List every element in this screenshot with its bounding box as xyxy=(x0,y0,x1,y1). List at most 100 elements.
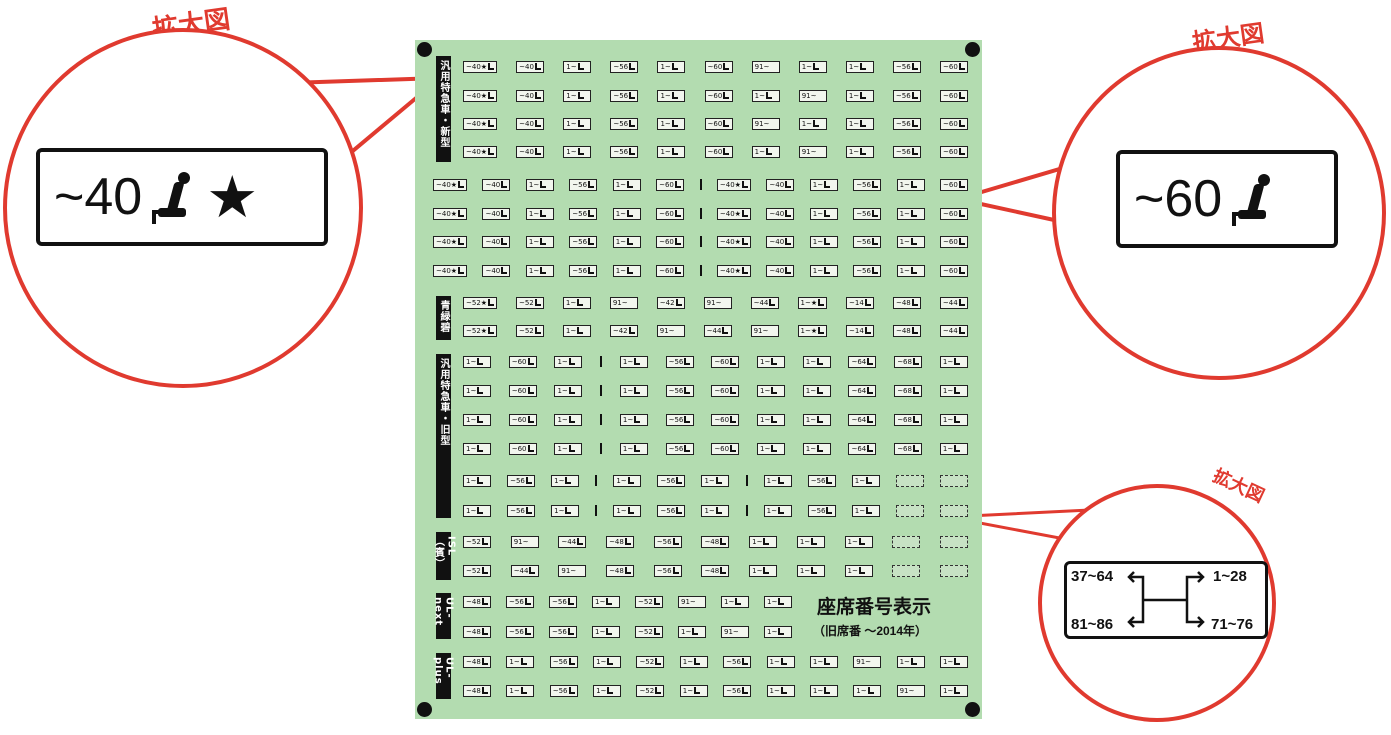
seat-number-label: 91~ xyxy=(678,595,706,608)
seat-icon xyxy=(534,63,541,70)
seat-icon xyxy=(911,92,918,99)
seat-number-text: 1~ xyxy=(942,444,954,453)
seat-number-text: ~56 xyxy=(856,180,871,189)
seat-number-text: 1~ xyxy=(899,657,910,666)
seat-number-label: 1~ xyxy=(763,474,792,487)
seat-number-text: 1~ xyxy=(801,62,813,71)
seat-number-label: ~56 xyxy=(853,178,882,191)
seat-icon xyxy=(911,299,918,306)
seat-icon xyxy=(534,327,541,334)
seat-icon xyxy=(858,567,865,574)
seat-number-label: ~56 xyxy=(807,474,836,487)
seat-number-text: 1~ xyxy=(812,686,824,695)
seat-number-text: 1~ xyxy=(681,627,692,636)
seat-number-label: ~56 xyxy=(569,235,598,248)
seat-icon xyxy=(568,687,575,694)
seat-icon xyxy=(501,238,508,245)
separator xyxy=(699,179,702,190)
seat-icon xyxy=(627,238,634,245)
seat-number-label: 1~ xyxy=(845,145,874,158)
seat-number-text: ~40★ xyxy=(466,91,488,100)
seat-icon xyxy=(525,477,532,484)
seat-number-text: ~40 xyxy=(769,209,785,218)
seat-number-label: ~56 xyxy=(610,117,639,130)
seat-number-label: 1~ xyxy=(802,442,831,455)
seat-number-text: 91~ xyxy=(856,657,872,666)
seat-number-text: 1~ xyxy=(528,180,540,189)
seat-number-text: ~40★ xyxy=(719,209,741,218)
seat-number-text: ~44 xyxy=(753,298,769,307)
seat-number-text: 1~★ xyxy=(800,326,818,335)
seat-number-label: ~44 xyxy=(558,535,587,548)
seat-number-text: ~56 xyxy=(726,657,741,666)
seat-number-text: 1~ xyxy=(812,237,824,246)
seat-icon xyxy=(577,148,584,155)
seat-icon xyxy=(871,210,878,217)
seat-number-label: 1~★ xyxy=(797,296,828,309)
seat-number-label: ~60 xyxy=(508,413,537,426)
seat-number-label: 1~ xyxy=(764,625,792,638)
direction-label: .. xyxy=(895,504,924,517)
seat-icon xyxy=(568,445,575,452)
seat-number-text: 1~ xyxy=(622,357,634,366)
seat-icon xyxy=(741,181,748,188)
seat-icon xyxy=(458,181,465,188)
seat-number-label: ~52 xyxy=(463,564,491,577)
seat-number-text: ~60 xyxy=(511,386,527,395)
section-label-ulplus: UL-plus xyxy=(433,653,455,699)
seat-number-text: 1~ xyxy=(565,298,577,307)
seat-number-text: ~56 xyxy=(656,537,672,546)
seat-number-text: ~52 xyxy=(639,657,655,666)
seat-number-text: ~40★ xyxy=(719,180,741,189)
seat-number-text: 1~ xyxy=(899,209,910,218)
seat-icon xyxy=(867,687,874,694)
seat-icon xyxy=(534,148,541,155)
seat-number-text: .. xyxy=(943,476,947,486)
seat-number-text: ~56 xyxy=(895,91,911,100)
seat-number-label: ~56 xyxy=(549,595,577,608)
label-row-r18: ~52~4491~~48~56~481~1~1~.... xyxy=(463,564,968,577)
section-label-kotobuki: 青緑碧 xyxy=(436,296,451,340)
seat-number-text: 1~ xyxy=(615,266,627,275)
seat-icon xyxy=(817,387,824,394)
seat-number-text: ~42 xyxy=(659,298,675,307)
section-label-new: 汎用特急車・新型 xyxy=(436,56,451,162)
zoom-range-40: ~40 xyxy=(54,168,143,226)
seat-number-text: ~14 xyxy=(849,298,864,307)
seat-icon xyxy=(858,538,865,545)
seat-icon xyxy=(723,148,730,155)
seat-number-text: 1~ xyxy=(805,357,817,366)
seat-number-label: ~56 xyxy=(507,474,536,487)
seat-icon xyxy=(1232,174,1276,226)
seat-icon xyxy=(534,120,541,127)
seat-number-text: 1~ xyxy=(595,627,606,636)
seat-icon xyxy=(778,628,785,635)
seat-number-text: 1~ xyxy=(767,627,778,636)
seat-number-text: 1~ xyxy=(565,326,577,335)
seat-icon xyxy=(818,327,825,334)
seat-number-text: 1~ xyxy=(812,266,824,275)
seat-icon xyxy=(730,416,737,423)
seat-number-label: ~48 xyxy=(606,564,635,577)
seat-icon xyxy=(910,210,917,217)
seat-number-label: 1~ xyxy=(463,384,491,397)
seat-number-label: 1~ xyxy=(796,564,825,577)
seat-icon xyxy=(694,687,701,694)
seat-number-text: ~56 xyxy=(668,386,684,395)
seat-icon xyxy=(730,387,737,394)
seat-icon xyxy=(958,267,965,274)
seat-number-text: .. xyxy=(895,537,899,547)
seat-number-label: ~60 xyxy=(940,117,968,130)
seat-number-text: 1~ xyxy=(466,506,477,515)
separator xyxy=(745,505,748,516)
seat-number-text: 1~ xyxy=(942,386,954,395)
seat-icon xyxy=(871,238,878,245)
seat-number-text: 91~ xyxy=(513,537,529,546)
seat-number-text: ~56 xyxy=(668,415,684,424)
seat-number-label: 1~ xyxy=(679,655,708,668)
seat-number-label: ~60 xyxy=(704,117,733,130)
seat-number-label: ~56 xyxy=(549,625,577,638)
